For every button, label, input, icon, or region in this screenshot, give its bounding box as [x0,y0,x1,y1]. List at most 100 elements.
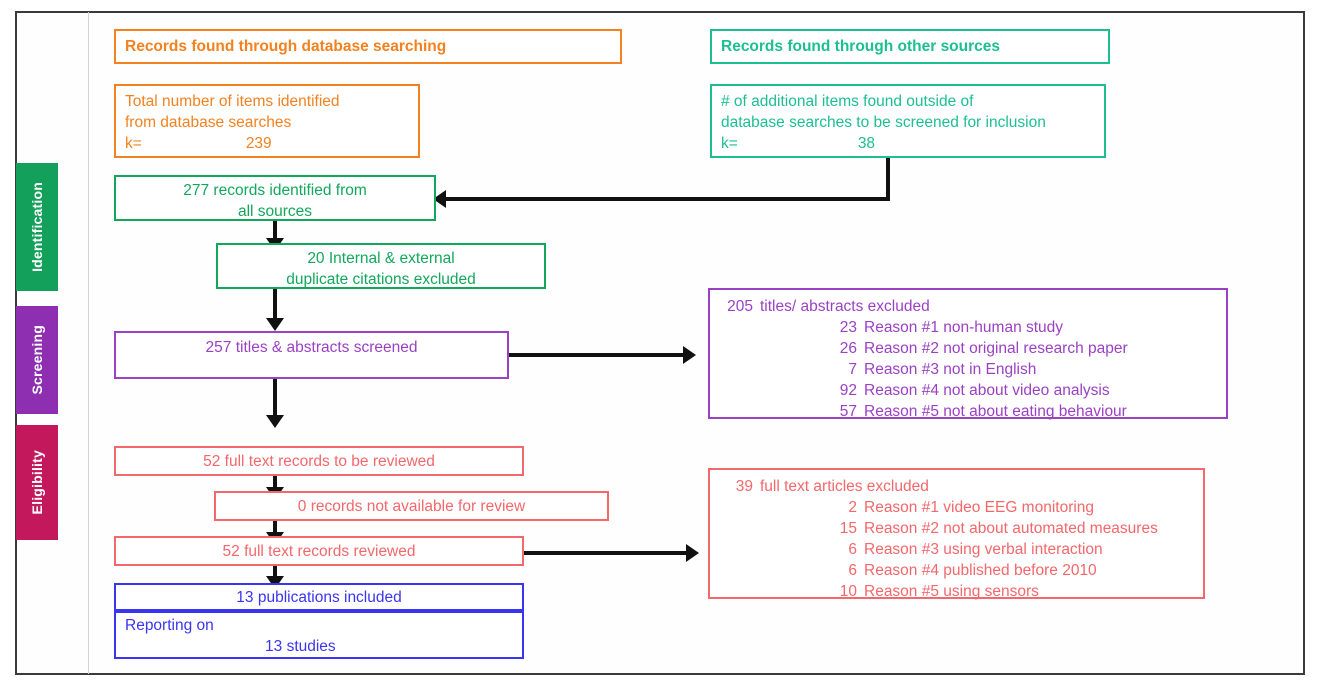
reason-count: 92 [839,382,857,399]
stage-tab-eligibility: Eligibility [16,425,58,540]
connector-reviewed-to-excluded [524,551,688,555]
stage-tab-screening: Screening [16,306,58,414]
reason-count: 2 [848,499,857,516]
duplicates-label: Internal & external [328,250,455,267]
fulltext-excluded-count: 39 [735,478,753,495]
arrow-into-fulltext-to-review [266,415,284,428]
reason-count: 15 [839,520,857,537]
records-not-available-box: 0 records not available for review [214,491,609,521]
connector-screened-to-fulltext [273,379,277,419]
arrow-into-fulltext-excluded [686,544,699,562]
titles-screened-box: 257 titles & abstracts screened [114,331,509,379]
all-sources-line1: 277 records identified from [116,180,434,201]
fulltext-excluded-reason-row: 6 Reason #3 using verbal interaction [719,539,1194,560]
reason-text: Reason #4 not about video analysis [864,382,1110,399]
fulltext-reviewed-line: 52 full text records reviewed [116,541,522,562]
reason-text: Reason #2 not original research paper [864,340,1128,357]
reporting-on-line1: Reporting on [125,617,214,634]
fulltext-to-review-box: 52 full text records to be reviewed [114,446,524,476]
titles-excluded-header-row: 205 titles/ abstracts excluded [719,296,1217,317]
fulltext-reviewed-box: 52 full text records reviewed [114,536,524,566]
all-sources-line2: all sources [237,203,313,220]
reason-count: 6 [848,562,857,579]
fulltext-excluded-reason-row: 2 Reason #1 video EEG monitoring [719,497,1194,518]
screened-line: 257 titles & abstracts screened [116,337,507,358]
duplicates-line1: 20 Internal & external [218,248,544,269]
vertical-guide-line [88,12,89,674]
titles-excluded-reason-row: 92 Reason #4 not about video analysis [719,380,1217,401]
publications-included-label: publications included [257,589,402,606]
reason-count: 6 [848,541,857,558]
fulltext-excluded-box: 39 full text articles excluded 2 Reason … [708,468,1205,602]
fulltext-excluded-header-row: 39 full text articles excluded [719,476,1194,497]
other-sources-header-box: Records found through other sources [710,29,1110,64]
other-body-k-value: 38 [857,135,876,152]
database-search-header-box: Records found through database searching [114,29,622,64]
arrow-into-all-sources [433,190,446,208]
db-body-line1: Total number of items identified [125,93,340,110]
reporting-on-count: 13 [265,638,283,655]
screened-label: titles & abstracts screened [235,339,418,356]
reason-text: Reason #5 not about eating behaviour [864,403,1127,420]
fulltext-to-review-count: 52 [203,453,221,470]
other-body-line1: # of additional items found outside of [721,93,974,110]
duplicates-count: 20 [307,250,325,267]
duplicates-line2: duplicate citations excluded [286,271,476,288]
all-sources-label: records identified from [213,182,367,199]
reporting-on-box: Reporting on 13 studies [114,611,524,659]
reporting-on-line2: 13 studies [125,636,513,657]
stage-label-eligibility: Eligibility [29,450,45,515]
publications-included-box: 13 publications included [114,583,524,611]
reason-text: Reason #3 not in English [864,361,1037,378]
reason-text: Reason #1 non-human study [864,319,1064,336]
db-body-k-value: 239 [245,135,272,152]
titles-excluded-reason-row: 26 Reason #2 not original research paper [719,338,1217,359]
not-available-line: 0 records not available for review [216,496,607,517]
connector-to-fulltext-reviewed [273,521,277,536]
other-sources-header-label: Records found through other sources [721,38,1001,55]
reason-text: Reason #5 using sensors [864,583,1039,600]
database-search-body-box: Total number of items identified from da… [114,84,420,158]
not-available-label: records not available for review [310,498,526,515]
fulltext-to-review-line: 52 full text records to be reviewed [116,451,522,472]
arrow-into-screened [266,318,284,331]
reason-count: 57 [839,403,857,420]
fulltext-reviewed-count: 52 [222,543,240,560]
not-available-count: 0 [297,498,307,515]
connector-all-sources-to-duplicates [273,221,277,241]
reason-text: Reason #4 published before 2010 [864,562,1097,579]
titles-excluded-reason-row: 57 Reason #5 not about eating behaviour [719,401,1217,422]
publications-included-count: 13 [236,589,254,606]
other-body-k-row: k=38 [721,133,1095,154]
titles-excluded-label: titles/ abstracts excluded [760,298,930,315]
stage-label-identification: Identification [29,182,45,272]
db-body-line2: from database searches [125,114,292,131]
all-sources-count: 277 [183,182,210,199]
reason-count: 26 [839,340,857,357]
connector-to-publications-included [273,566,277,580]
fulltext-excluded-reason-row: 6 Reason #4 published before 2010 [719,560,1194,581]
reason-text: Reason #2 not about automated measures [864,520,1158,537]
connector-other-sources-vertical [886,158,890,201]
connector-screened-to-excluded [509,353,685,357]
titles-excluded-count: 205 [727,298,753,315]
fulltext-to-review-label: full text records to be reviewed [224,453,435,470]
publications-included-line: 13 publications included [116,587,522,608]
database-search-header-label: Records found through database searching [125,38,447,55]
connector-duplicates-to-screened [273,289,277,322]
db-body-k-label: k= [125,135,142,152]
screened-count: 257 [205,339,232,356]
reason-count: 7 [848,361,857,378]
titles-excluded-reason-row: 7 Reason #3 not in English [719,359,1217,380]
other-body-line2: database searches to be screened for inc… [721,114,1046,131]
reason-count: 10 [839,583,857,600]
reporting-on-label: studies [286,638,336,655]
all-sources-box: 277 records identified from all sources [114,175,436,221]
arrow-into-titles-excluded [683,346,696,364]
fulltext-excluded-reason-row: 10 Reason #5 using sensors [719,581,1194,602]
other-sources-body-box: # of additional items found outside of d… [710,84,1106,158]
titles-excluded-reason-row: 23 Reason #1 non-human study [719,317,1217,338]
stage-tab-identification: Identification [16,163,58,291]
reason-text: Reason #1 video EEG monitoring [864,499,1095,516]
